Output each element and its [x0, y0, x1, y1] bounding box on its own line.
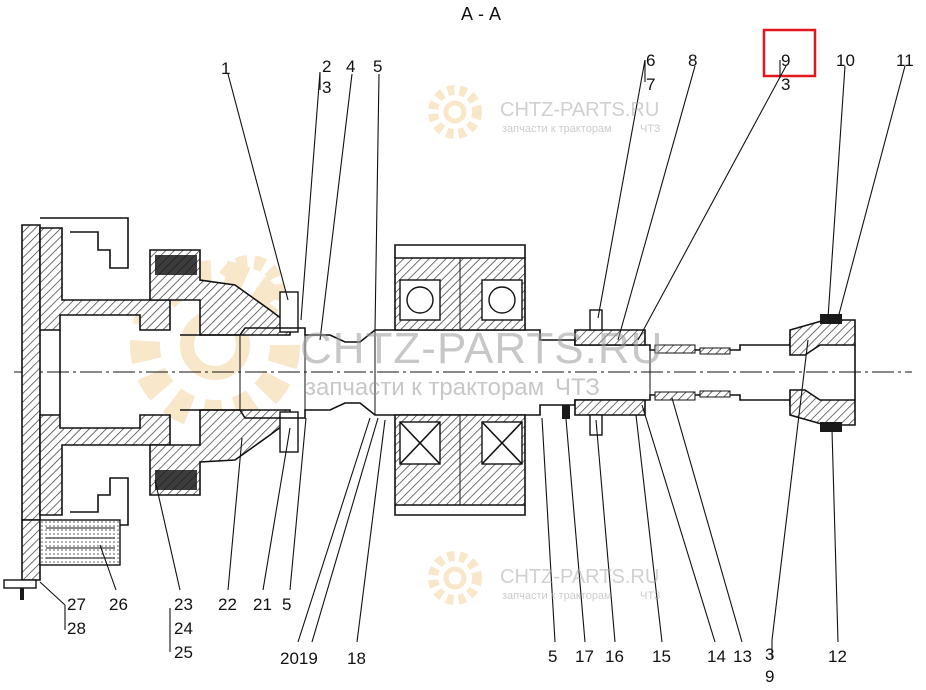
callout-label: 2	[322, 57, 331, 76]
callout-label: 6	[646, 51, 655, 70]
callout-label: 17	[575, 647, 594, 666]
callout-label-highlighted: 9	[781, 51, 790, 70]
callout-label: 5	[548, 647, 557, 666]
callout-label: 21	[253, 595, 272, 614]
right-fork	[789, 314, 856, 432]
callout-label: 3	[765, 645, 774, 664]
highlight-box	[762, 28, 817, 78]
left-housing	[3, 217, 171, 600]
callout-label: 10	[836, 51, 855, 70]
callout-label: 2019	[280, 649, 318, 668]
hub	[149, 249, 299, 496]
callout-label: 15	[652, 647, 671, 666]
callout-label: 11	[896, 51, 914, 70]
watermark-tagline-large: запчасти к тракторам	[305, 374, 544, 401]
watermark-tagline: запчасти к тракторам	[502, 590, 612, 602]
watermark-tagline-suffix: ЧТЗ	[640, 590, 661, 602]
watermark-brand-large: CHTZ-PARTS.RU	[300, 324, 663, 373]
watermark-tagline-suffix: ЧТЗ	[640, 123, 661, 135]
main-shaft	[180, 327, 820, 419]
watermark-brand: CHTZ-PARTS.RU	[500, 99, 659, 121]
callout-label: 3	[781, 75, 790, 94]
callout-label: 14	[707, 647, 726, 666]
callout-label: 18	[347, 649, 366, 668]
callout-label: 9	[765, 667, 774, 686]
callout-label: 26	[109, 595, 128, 614]
callout-label: 8	[688, 51, 697, 70]
callout-label: 28	[67, 619, 86, 638]
callout-label: 22	[218, 595, 237, 614]
callout-label: 7	[646, 75, 655, 94]
callout-label: 16	[605, 647, 624, 666]
watermark-tagline-suffix-large: ЧТЗ	[555, 374, 600, 401]
callout-label: 1	[221, 59, 230, 78]
callout-label: 27	[67, 595, 86, 614]
central-gear	[394, 244, 526, 516]
callout-label: 23	[174, 595, 193, 614]
watermark-tagline: запчасти к тракторам	[502, 123, 612, 135]
callout-label: 25	[174, 643, 193, 662]
callout-label: 4	[346, 57, 355, 76]
watermark-brand: CHTZ-PARTS.RU	[500, 566, 659, 588]
section-title: А - А	[461, 4, 501, 24]
callout-label: 24	[174, 619, 193, 638]
callout-label: 5	[282, 595, 291, 614]
callout-label: 12	[828, 647, 847, 666]
leader-lines	[39, 59, 906, 658]
part-labels: 1 2 3 4 5 6 7 8 9 3 10 11 27 28 26 23 24…	[67, 51, 914, 686]
callout-label: 5	[373, 57, 382, 76]
callout-label: 3	[322, 78, 331, 97]
callout-label: 13	[733, 647, 752, 666]
watermark: CHTZ-PARTS.RU запчасти к тракторам ЧТЗ C…	[300, 99, 663, 602]
